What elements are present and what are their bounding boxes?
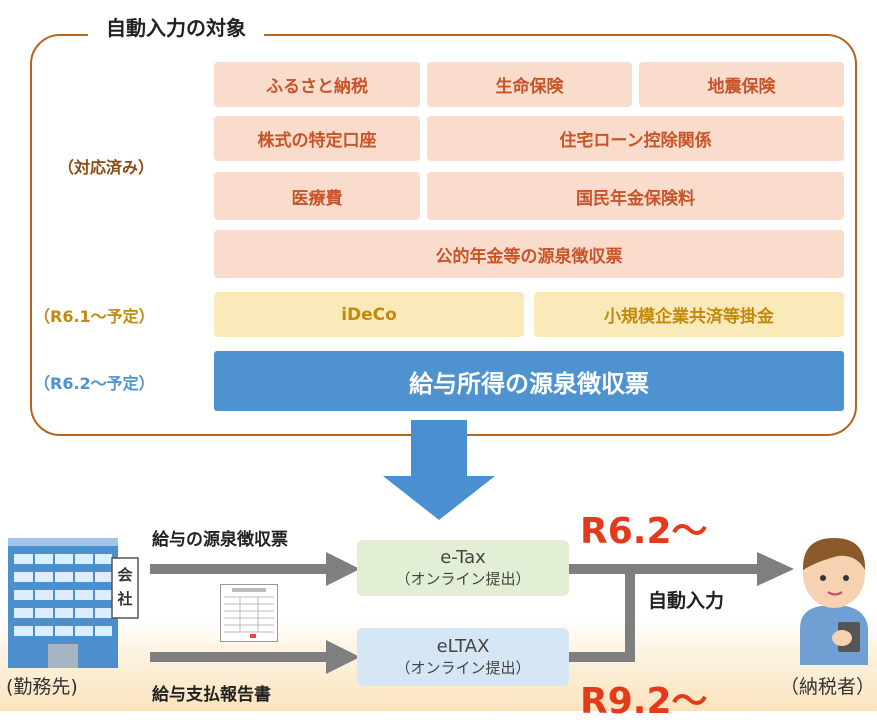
item-stock-account: 株式の特定口座 [214, 116, 420, 161]
date-eltax: R9.2～ [580, 681, 708, 722]
withholding-document-icon [220, 584, 278, 642]
item-salary-withholding: 給与所得の源泉徴収票 [214, 351, 844, 411]
auto-input-connector [569, 552, 794, 662]
building-sign-char-2: 社 [116, 590, 132, 608]
salary-payment-report-label: 給与支払報告書 [152, 685, 271, 705]
auto-input-label: 自動入力 [648, 590, 725, 612]
taxpayer-person-icon [800, 538, 868, 665]
big-down-arrow [383, 420, 495, 520]
date-etax: R6.2～ [580, 511, 708, 552]
withholding-slip-label: 給与の源泉徴収票 [152, 530, 288, 550]
item-medical: 医療費 [214, 172, 420, 220]
label-r62: （R6.2～予定） [34, 374, 155, 393]
item-earthquake-insurance: 地震保険 [639, 62, 844, 107]
frame-title: 自動入力の対象 [88, 10, 264, 46]
employer-label: (勤務先) [6, 676, 78, 698]
item-national-pension: 国民年金保険料 [427, 172, 844, 220]
label-done: （対応済み） [58, 158, 155, 177]
arrow-to-eltax [150, 640, 360, 674]
etax-box: e-Tax （オンライン提出） [357, 540, 569, 596]
taxpayer-label: （納税者） [780, 676, 876, 698]
item-small-business-mutual: 小規模企業共済等掛金 [534, 292, 844, 337]
eltax-subtitle: （オンライン提出） [395, 659, 531, 677]
item-furusato: ふるさと納税 [214, 62, 420, 107]
item-public-pension: 公的年金等の源泉徴収票 [214, 230, 844, 278]
eltax-title: eLTAX [436, 636, 490, 657]
item-housing-loan: 住宅ローン控除関係 [427, 116, 844, 161]
arrow-to-etax [150, 552, 360, 586]
eltax-box: eLTAX （オンライン提出） [357, 628, 569, 686]
etax-title: e-Tax [440, 547, 486, 568]
office-building-icon: 会 社 [8, 538, 139, 668]
item-life-insurance: 生命保険 [427, 62, 632, 107]
item-ideco: iDeCo [214, 292, 524, 337]
label-r61: （R6.1～予定） [34, 307, 155, 326]
building-sign-char-1: 会 [117, 566, 132, 584]
etax-subtitle: （オンライン提出） [395, 570, 531, 588]
